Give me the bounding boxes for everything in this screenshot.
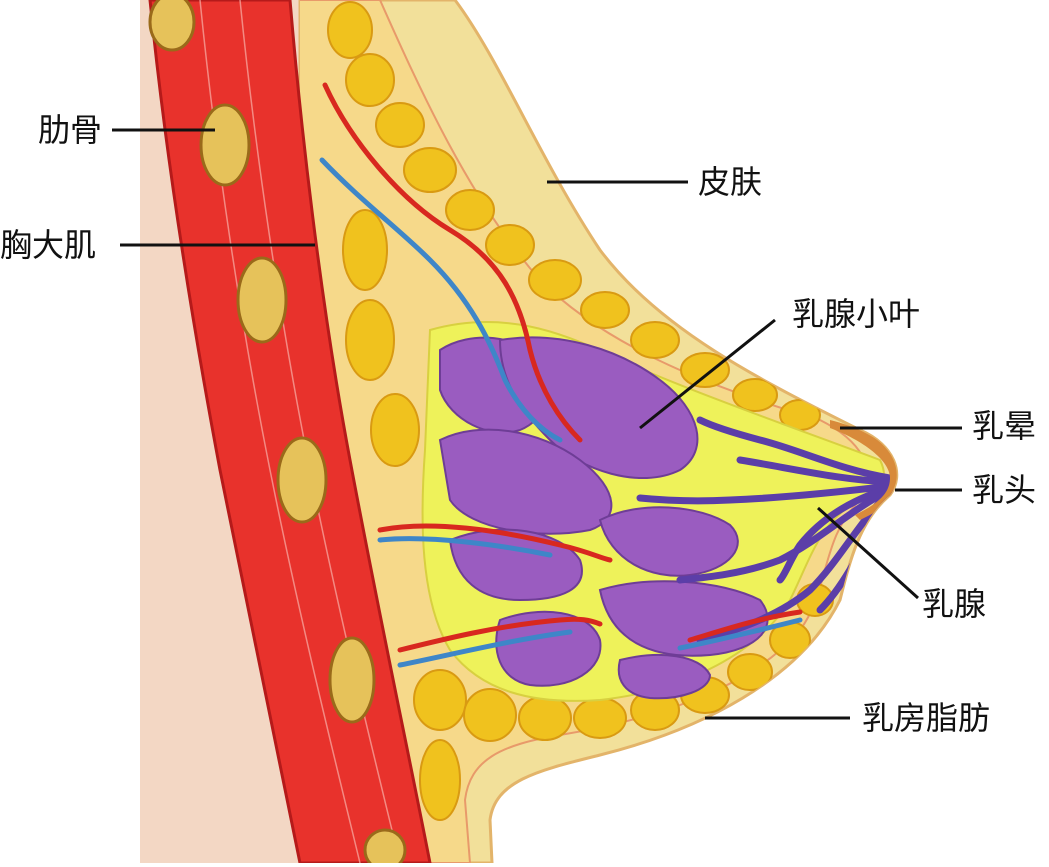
label-areola: 乳晕	[972, 407, 1037, 445]
leader-lobule	[639, 318, 776, 430]
label-fat: 乳房脂肪	[862, 699, 991, 737]
label-gland: 乳腺	[922, 585, 987, 623]
fat-lobules	[327, 1, 834, 821]
label-skin: 皮肤	[698, 163, 763, 201]
mammary-lobules	[438, 336, 769, 700]
label-pectoralis: 胸大肌	[0, 226, 97, 264]
veins	[319, 157, 803, 668]
arteries	[322, 82, 803, 653]
lactiferous-ducts	[636, 416, 894, 644]
leader-lines	[112, 128, 962, 720]
areola	[830, 420, 897, 520]
leader-gland	[816, 506, 920, 600]
ribs	[148, 0, 407, 867]
label-rib: 肋骨	[38, 111, 103, 149]
label-nipple: 乳头	[972, 471, 1037, 509]
label-lobule: 乳腺小叶	[792, 295, 921, 333]
